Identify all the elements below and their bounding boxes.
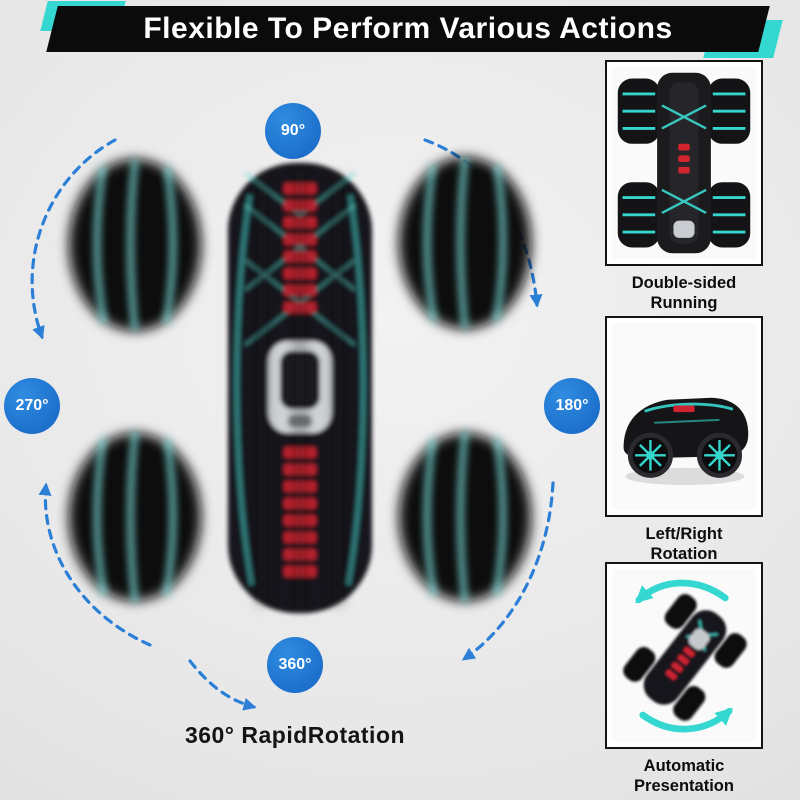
feature-image-frame <box>605 316 763 517</box>
curved-arrow-top-icon <box>635 579 729 604</box>
car-red-accent <box>673 405 695 413</box>
angle-badge-360: 360° <box>267 637 323 693</box>
rotation-arc-bottom-right-icon <box>461 481 555 661</box>
feature-card-double-sided: Double-sided Running <box>600 60 768 314</box>
motion-blur-streaks <box>257 170 343 610</box>
feature-image-frame <box>605 562 763 749</box>
side-view-car-image <box>612 323 756 510</box>
stunt-car-blurred-image <box>69 157 531 613</box>
angle-badge-90: 90° <box>265 103 321 159</box>
car-red-stripe <box>678 143 690 174</box>
banner: Flexible To Perform Various Actions <box>40 1 783 58</box>
curved-teal-arrow-icons <box>635 579 733 733</box>
angle-badge-270: 270° <box>4 378 60 434</box>
feature-card-left-right: Left/Right Rotation <box>600 316 768 565</box>
curved-arrow-bottom-icon <box>639 707 733 733</box>
rotation-arc-bottom-left-icon <box>38 482 152 647</box>
rotation-caption: 360° RapidRotation <box>184 722 406 748</box>
rotation-arc-top-left-icon <box>30 138 117 340</box>
car-wheels <box>627 432 743 478</box>
feature-caption: Double-sided Running <box>631 274 737 312</box>
rotation-arc-bottom-icon <box>188 659 257 711</box>
double-sided-car-image <box>612 67 756 259</box>
banner-title: Flexible To Perform Various Actions <box>143 12 673 45</box>
wheel-tread-stripes <box>622 92 746 234</box>
feature-caption: Automatic Presentation <box>634 757 734 795</box>
auto-rotation-car-image <box>612 569 756 742</box>
angle-badge-180: 180° <box>544 378 600 434</box>
feature-card-automatic: Automatic Presentation <box>600 562 768 797</box>
feature-caption: Left/Right Rotation <box>645 525 723 563</box>
rotating-car <box>623 594 747 721</box>
car-cockpit <box>673 220 695 238</box>
rotation-stage <box>30 138 555 711</box>
feature-image-frame <box>605 60 763 266</box>
